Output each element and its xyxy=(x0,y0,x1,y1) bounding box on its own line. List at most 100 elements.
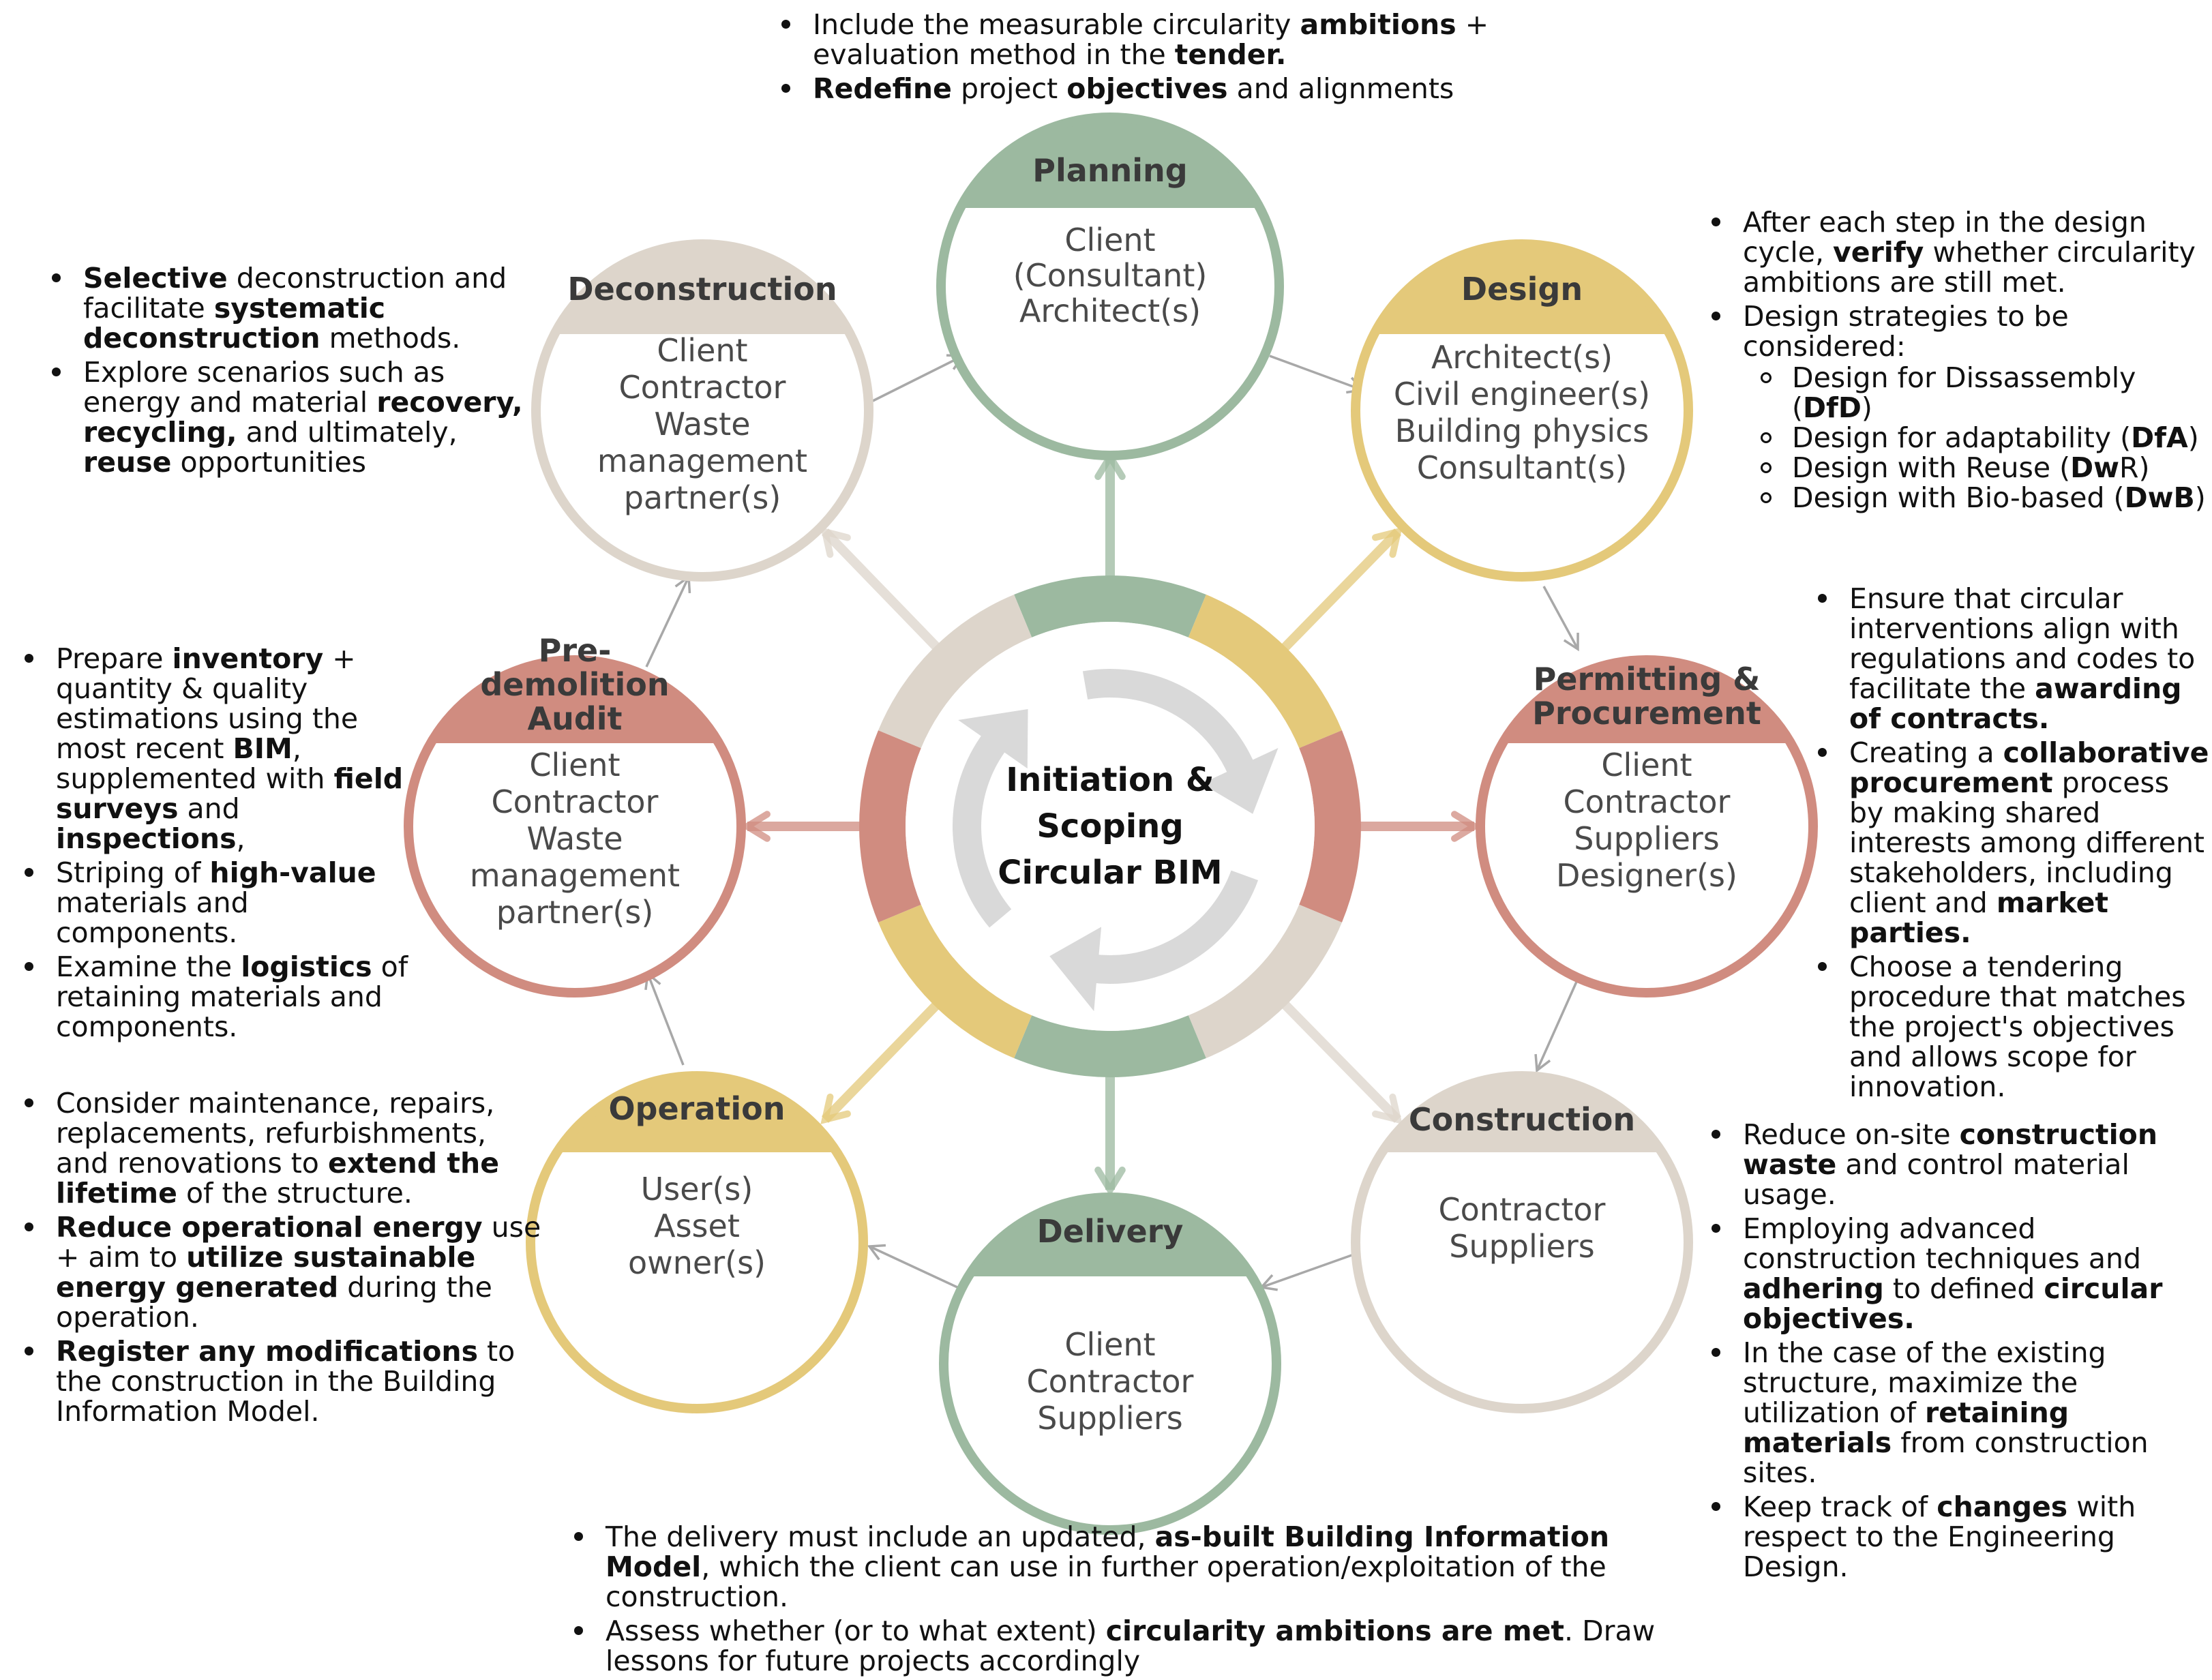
phase-title: Construction xyxy=(1409,1101,1635,1138)
flow-line xyxy=(646,973,685,1066)
phase-member: Suppliers xyxy=(1574,820,1720,857)
bullet-item: Reduce on-site construction waste and co… xyxy=(1707,1120,2212,1210)
deconstruction-notes: Selective deconstruction and facilitate … xyxy=(48,263,525,481)
flow-line xyxy=(645,576,690,668)
bullet-item: Register any modifications to the constr… xyxy=(20,1336,545,1426)
bullet-item: Examine the logistics of retaining mater… xyxy=(20,952,409,1042)
flow-line xyxy=(1261,1253,1354,1289)
bullet-list: Selective deconstruction and facilitate … xyxy=(48,263,525,477)
permitting-notes: Ensure that circular interventions align… xyxy=(1814,584,2212,1106)
phase-title: Delivery xyxy=(1037,1213,1184,1250)
bullet-list: Consider maintenance, repairs, replaceme… xyxy=(20,1088,545,1426)
ring-segment xyxy=(878,595,1032,749)
phase-member: partner(s) xyxy=(496,894,654,931)
cycle-arc xyxy=(1090,870,1259,984)
bullet-item: Reduce operational energy use + aim to u… xyxy=(20,1212,545,1332)
phase-title: Planning xyxy=(1032,152,1187,189)
bullet-item: The delivery must include an updated, as… xyxy=(570,1522,1688,1612)
bullet-item: Assess whether (or to what extent) circu… xyxy=(570,1616,1688,1676)
bullet-item: Include the measurable circularity ambit… xyxy=(777,10,1527,70)
phase-title: Deconstruction xyxy=(567,271,837,308)
phase-title: demolition xyxy=(480,666,669,703)
phase-flow-arrows xyxy=(644,354,1579,1291)
flow-arrowhead xyxy=(867,1244,886,1261)
bullet-item: Keep track of changes with respect to th… xyxy=(1707,1492,2212,1582)
phase-member: Architect(s) xyxy=(1019,292,1201,329)
phase-member: Suppliers xyxy=(1449,1228,1595,1265)
phase-member: Client xyxy=(1064,1326,1155,1363)
sub-bullet-item: Design for adaptability (DfA) xyxy=(1743,423,2212,453)
sub-bullet-item: Design with Bio-based (DwB) xyxy=(1743,483,2212,513)
phase-title: Operation xyxy=(608,1090,785,1127)
flow-line xyxy=(872,355,963,402)
phase-title: Audit xyxy=(527,700,622,737)
spoke-arrowhead xyxy=(820,1093,851,1124)
bullet-item: Explore scenarios such as energy and mat… xyxy=(48,357,525,477)
phase-ring xyxy=(1476,655,1818,997)
phase-ring xyxy=(404,655,746,997)
cycle-arrowhead xyxy=(1201,748,1279,814)
phase-member: Contractor xyxy=(1564,783,1731,820)
bullet-item: Design strategies to be considered:Desig… xyxy=(1707,301,2212,513)
planning-notes: Include the measurable circularity ambit… xyxy=(777,10,1527,108)
spoke-arrowhead xyxy=(1451,811,1481,842)
cycle-arrowhead xyxy=(958,708,1028,769)
phase-member: Suppliers xyxy=(1037,1400,1183,1437)
center-label-line: Circular BIM xyxy=(998,854,1222,892)
phase-member: Contractor xyxy=(492,783,659,820)
bullet-list: The delivery must include an updated, as… xyxy=(570,1522,1688,1676)
phase-title: Pre- xyxy=(539,632,612,669)
phase-member: Building physics xyxy=(1395,412,1649,449)
ring-segment xyxy=(1188,904,1342,1058)
phase-member: Asset xyxy=(654,1208,740,1244)
ring-segment xyxy=(859,730,921,922)
bullet-item: Selective deconstruction and facilitate … xyxy=(48,263,525,353)
ring-segment xyxy=(1188,595,1342,749)
bullet-item: Creating a collaborative procurement pro… xyxy=(1814,738,2212,948)
operation-notes: Consider maintenance, repairs, replaceme… xyxy=(20,1088,545,1430)
sub-bullet-list: Design for Dissassembly (DfD)Design for … xyxy=(1743,363,2212,513)
bullet-item: Consider maintenance, repairs, replaceme… xyxy=(20,1088,545,1208)
ring-segment xyxy=(878,904,1032,1058)
cycle-arc xyxy=(953,731,1012,928)
phase-member: Client xyxy=(1601,747,1692,783)
bullet-item: Employing advanced construction techniqu… xyxy=(1707,1214,2212,1334)
spoke-arrowhead xyxy=(741,811,771,842)
phase-fill xyxy=(944,1197,1276,1530)
phase-member: Waste xyxy=(654,406,750,442)
design-notes: After each step in the design cycle, ver… xyxy=(1707,207,2212,517)
phase-member: Consultant(s) xyxy=(1417,449,1628,486)
phase-circles: PlanningClient(Consultant)Architect(s)De… xyxy=(404,112,1818,1535)
flow-line xyxy=(869,1245,958,1289)
phase-predemolition: Pre-demolitionAuditClientContractorWaste… xyxy=(404,632,746,997)
phase-member: Contractor xyxy=(1439,1191,1606,1228)
center-label-line: Scoping xyxy=(1036,807,1183,845)
phase-member: User(s) xyxy=(641,1171,753,1208)
ring-segment xyxy=(1014,1015,1206,1078)
sub-bullet-item: Design for Dissassembly (DfD) xyxy=(1743,363,2212,423)
construction-notes: Reduce on-site construction waste and co… xyxy=(1707,1120,2212,1586)
phase-member: Civil engineer(s) xyxy=(1394,376,1650,412)
delivery-notes: The delivery must include an updated, as… xyxy=(570,1522,1688,1680)
phase-ring xyxy=(1351,239,1693,582)
bullet-list: Include the measurable circularity ambit… xyxy=(777,10,1527,104)
ring-segment xyxy=(1299,730,1361,922)
phase-title: Design xyxy=(1461,271,1583,308)
phase-permitting: Permitting &ProcurementClientContractorS… xyxy=(1476,655,1818,997)
phase-member: management xyxy=(470,857,680,894)
phase-ring xyxy=(936,112,1284,460)
center-cycle-arrows xyxy=(953,669,1279,1011)
phase-ring xyxy=(526,1071,868,1413)
phase-member: Client xyxy=(1064,222,1155,258)
phase-member: Contractor xyxy=(619,369,786,406)
phase-member: Designer(s) xyxy=(1556,857,1737,894)
phase-deconstruction: DeconstructionClientContractorWastemanag… xyxy=(531,239,873,582)
spoke-arrowhead xyxy=(1372,527,1403,558)
phase-member: Architect(s) xyxy=(1431,339,1613,376)
phase-ring xyxy=(1351,1071,1693,1413)
